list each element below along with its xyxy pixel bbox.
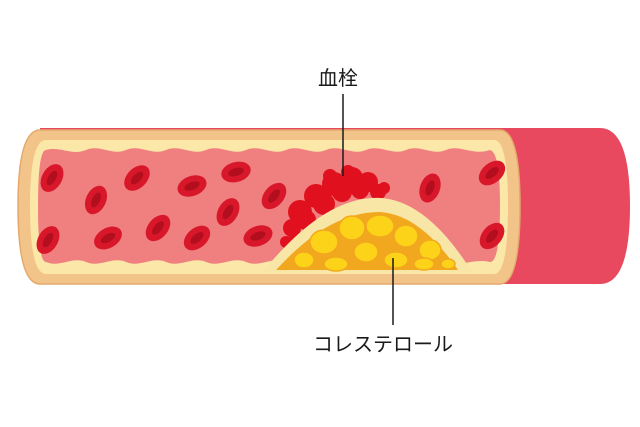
fat-globule <box>338 215 366 241</box>
red-blood-cell <box>243 225 273 247</box>
red-blood-cell <box>177 175 207 197</box>
thrombus-label: 血栓 <box>318 66 358 90</box>
red-blood-cell <box>36 226 60 254</box>
fat-globule <box>309 229 339 255</box>
red-blood-cells <box>36 160 506 254</box>
fat-globule <box>353 241 379 263</box>
fat-globule <box>293 251 315 269</box>
red-blood-cell <box>145 214 171 242</box>
fat-globule <box>393 224 419 248</box>
clot-blob <box>323 169 337 183</box>
fat-globule <box>365 214 395 238</box>
fat-globules <box>293 214 456 272</box>
fat-globule <box>413 257 435 271</box>
red-blood-cell <box>261 182 287 210</box>
red-blood-cell <box>94 226 122 250</box>
clot-blob <box>341 165 355 179</box>
red-blood-cell <box>216 198 240 226</box>
red-blood-cell <box>479 222 505 250</box>
red-blood-cell <box>124 165 150 191</box>
fat-globule <box>323 256 349 272</box>
clot-blob <box>351 181 369 199</box>
red-blood-cell <box>478 160 506 186</box>
fat-globule <box>383 251 409 269</box>
fat-globule <box>418 239 442 261</box>
red-blood-cell <box>40 164 64 192</box>
red-blood-cell <box>84 185 108 215</box>
leader-lines <box>342 94 394 325</box>
red-blood-cell <box>419 173 441 203</box>
clot-blob <box>332 182 352 202</box>
clot-blob <box>378 182 390 194</box>
red-blood-cell <box>183 225 211 251</box>
red-blood-cell <box>221 161 251 183</box>
clot-blob <box>313 193 335 215</box>
cholesterol-label: コレステロール <box>313 332 453 356</box>
fat-globule <box>440 258 456 270</box>
